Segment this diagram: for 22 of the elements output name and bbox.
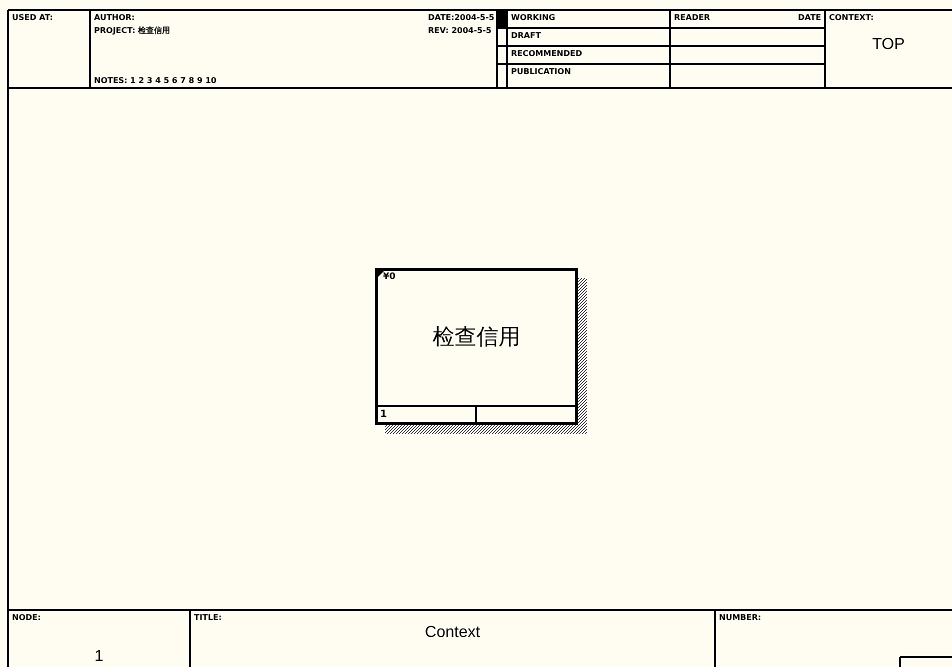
field-label: READER [674, 13, 710, 23]
activity-name: 检查信用 [432, 326, 522, 350]
field-label: PROJECT: 检查信用 [94, 26, 170, 36]
cost-label: ¥0 [383, 272, 396, 283]
field-label: WORKING [511, 13, 556, 23]
field-label: CONTEXT: [829, 13, 874, 23]
box-number: 1 [380, 409, 387, 421]
field-value: 1 [94, 648, 104, 666]
field-label: RECOMMENDED [511, 49, 582, 59]
field-value: TOP [871, 36, 906, 54]
field-label: DATE:2004-5-5 [428, 13, 494, 23]
field-label: NOTES: 1 2 3 4 5 6 7 8 9 10 [94, 76, 216, 86]
field-label: DATE [798, 13, 822, 23]
field-label: AUTHOR: [94, 13, 135, 23]
field-label: TITLE: [194, 613, 222, 623]
field-label: NODE: [12, 613, 41, 623]
field-value: Context [424, 624, 482, 642]
field-label: USED AT: [12, 13, 53, 23]
field-label: REV: 2004-5-5 [428, 26, 492, 36]
field-label: PUBLICATION [511, 67, 571, 77]
field-label: NUMBER: [719, 613, 762, 623]
field-label: DRAFT [511, 31, 541, 41]
